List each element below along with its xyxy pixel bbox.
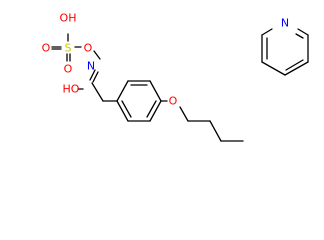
oxime-bonds [77, 69, 118, 102]
hydroxyl-oh-label: OH [60, 12, 77, 25]
benzene-ring [116, 80, 162, 122]
sulfonate-bonds [51, 33, 101, 62]
pyridine-nitrogen-label: N [281, 17, 289, 30]
molecule-canvas: OH O S O O N HO O N [42, 12, 309, 142]
oxime-nitrogen-label: N [87, 60, 95, 73]
hydroxy-ho-label: HO [63, 83, 80, 96]
sulfonyl-oxygen-bottom-label: O [64, 63, 73, 76]
structure-drawing: OH O S O O N HO O N [42, 12, 309, 142]
pyridine-ring [261, 28, 309, 76]
sulfonyl-oxygen-left-label: O [42, 42, 51, 55]
atom-labels: OH O S O O N HO O N [42, 12, 289, 108]
butoxy-chain [160, 100, 244, 142]
ether-oxygen-label: O [169, 95, 178, 108]
bridging-oxygen-label: O [84, 42, 93, 55]
sulfur-label: S [65, 42, 72, 55]
